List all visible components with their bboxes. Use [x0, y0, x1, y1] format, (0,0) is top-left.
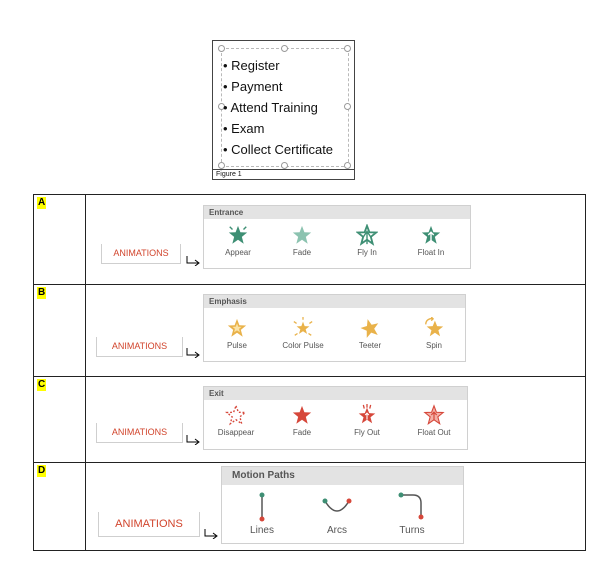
resize-handle[interactable]	[344, 45, 351, 52]
effect-appear[interactable]: Appear	[218, 224, 258, 257]
effect-float-out[interactable]: Float Out	[412, 404, 456, 437]
effect-label: Teeter	[358, 341, 382, 350]
effect-label: Color Pulse	[282, 341, 324, 350]
animations-tab[interactable]: ANIMATIONS	[96, 423, 183, 443]
arcs-path-icon	[322, 498, 352, 512]
options-table: A ANIMATIONS Entrance Appear Fade Fly In…	[33, 194, 586, 551]
option-letter: B	[37, 287, 47, 299]
animations-tab[interactable]: ANIMATIONS	[98, 512, 200, 537]
entrance-gallery: Entrance Appear Fade Fly In Float In	[203, 205, 471, 269]
resize-handle[interactable]	[218, 162, 225, 169]
effect-label: Pulse	[226, 341, 247, 350]
appear-star-icon	[228, 225, 248, 244]
effect-label: Fade	[292, 428, 312, 437]
option-row-a[interactable]: A ANIMATIONS Entrance Appear Fade Fly In…	[34, 195, 585, 285]
list-item: Payment	[223, 76, 333, 97]
gallery-title: Motion Paths	[222, 467, 463, 485]
effect-spin[interactable]: Spin	[414, 317, 454, 350]
list-item: Register	[223, 55, 333, 76]
option-letter: A	[37, 197, 47, 209]
animations-tab[interactable]: ANIMATIONS	[101, 244, 181, 264]
teeter-star-icon	[360, 319, 379, 338]
option-row-b[interactable]: B ANIMATIONS Emphasis Pulse Color Pulse …	[34, 285, 585, 377]
resize-handle[interactable]	[344, 103, 351, 110]
effect-fade[interactable]: Fade	[282, 224, 322, 257]
effect-label: Appear	[225, 248, 251, 257]
float-in-star-icon	[421, 225, 441, 244]
resize-handle[interactable]	[218, 45, 225, 52]
effect-teeter[interactable]: Teeter	[350, 317, 390, 350]
arrow-icon	[186, 348, 200, 358]
emphasis-gallery: Emphasis Pulse Color Pulse Teeter Spin	[203, 294, 466, 362]
list-item: Attend Training	[223, 97, 333, 118]
exit-gallery: Exit Disappear Fade Fly Out Float Out	[203, 386, 468, 450]
effect-label: Turns	[399, 525, 425, 536]
spin-star-icon	[425, 317, 444, 337]
effect-label: Spin	[425, 341, 442, 350]
figure-caption: Figure 1	[213, 169, 354, 179]
effect-float-in[interactable]: Float In	[411, 224, 451, 257]
arrow-icon	[186, 256, 200, 266]
fly-out-star-icon	[358, 404, 376, 424]
effect-label: Float Out	[417, 428, 451, 437]
list-item: Collect Certificate	[223, 139, 333, 160]
option-row-c[interactable]: C ANIMATIONS Exit Disappear Fade Fly Out…	[34, 377, 585, 463]
effect-disappear[interactable]: Disappear	[212, 404, 260, 437]
effect-color-pulse[interactable]: Color Pulse	[276, 317, 330, 350]
effect-fly-in[interactable]: Fly In	[347, 224, 387, 257]
fade-out-star-icon	[292, 405, 312, 424]
option-row-d[interactable]: D ANIMATIONS Motion Paths Lines Arcs Tur…	[34, 463, 585, 550]
gallery-title: Entrance	[204, 206, 470, 219]
effect-turns[interactable]: Turns	[390, 491, 434, 536]
effect-lines[interactable]: Lines	[242, 491, 282, 536]
turns-path-icon	[398, 492, 424, 520]
effect-label: Fade	[292, 248, 312, 257]
gallery-title: Emphasis	[204, 295, 465, 308]
bullet-list: Register Payment Attend Training Exam Co…	[223, 55, 333, 160]
effect-fade[interactable]: Fade	[282, 404, 322, 437]
animations-tab[interactable]: ANIMATIONS	[96, 337, 183, 357]
effect-label: Lines	[250, 525, 274, 536]
lines-path-icon	[259, 492, 265, 522]
disappear-star-icon	[225, 404, 247, 426]
effect-label: Fly Out	[354, 428, 380, 437]
arrow-icon	[204, 529, 218, 539]
resize-handle[interactable]	[281, 45, 288, 52]
resize-handle[interactable]	[344, 162, 351, 169]
effect-pulse[interactable]: Pulse	[217, 317, 257, 350]
motion-paths-gallery: Motion Paths Lines Arcs Turns	[221, 466, 464, 544]
effect-label: Float In	[417, 248, 445, 257]
figure-1-textbox: Register Payment Attend Training Exam Co…	[212, 40, 355, 180]
effect-arcs[interactable]: Arcs	[315, 491, 359, 536]
arrow-icon	[186, 435, 200, 445]
effect-label: Arcs	[327, 525, 347, 536]
pulse-star-icon	[227, 318, 247, 337]
float-out-star-icon	[423, 404, 445, 426]
effect-label: Fly In	[357, 248, 377, 257]
resize-handle[interactable]	[281, 162, 288, 169]
option-letter: D	[37, 465, 47, 477]
fade-star-icon	[292, 225, 312, 244]
list-item: Exam	[223, 118, 333, 139]
effect-label: Disappear	[217, 428, 255, 437]
color-pulse-star-icon	[293, 317, 313, 336]
fly-in-star-icon	[356, 224, 378, 246]
option-letter: C	[37, 379, 47, 391]
effect-fly-out[interactable]: Fly Out	[347, 404, 387, 437]
gallery-title: Exit	[204, 387, 467, 400]
